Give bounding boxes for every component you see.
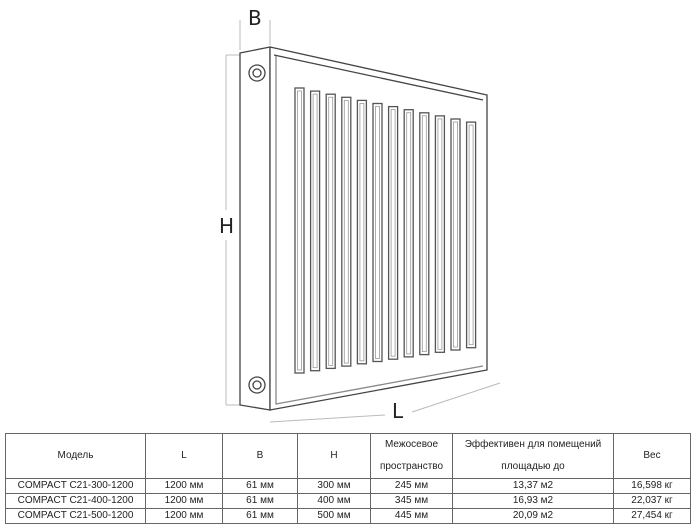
header-line: Межосевое bbox=[384, 439, 439, 450]
table-cell: 61 мм bbox=[222, 478, 298, 494]
table-cell: 300 мм bbox=[297, 478, 371, 494]
radiator-fin bbox=[294, 87, 305, 374]
header-h: H bbox=[297, 433, 371, 479]
radiator-fin-inner bbox=[359, 103, 365, 362]
table-cell: 1200 мм bbox=[145, 493, 223, 509]
radiator-fin bbox=[356, 99, 368, 365]
radiator-fin-inner bbox=[453, 121, 458, 348]
radiator-fin bbox=[419, 112, 430, 356]
radiator-fin-inner bbox=[468, 124, 474, 346]
header-axis-spacing: Межосевое пространство bbox=[370, 433, 453, 479]
header-line: пространство bbox=[379, 461, 444, 472]
table-cell: 27,454 кг bbox=[613, 508, 691, 524]
dimension-label-h: H bbox=[219, 214, 234, 238]
radiator-fin bbox=[387, 105, 399, 360]
radiator-fin bbox=[309, 90, 321, 372]
table-cell: 16,598 кг bbox=[613, 478, 691, 494]
radiator bbox=[239, 46, 488, 411]
radiator-fin bbox=[325, 93, 336, 370]
radiator-fin-inner bbox=[406, 112, 412, 355]
table-cell: 61 мм bbox=[222, 493, 298, 509]
radiator-fin bbox=[465, 121, 477, 349]
table-cell: 16,93 м2 bbox=[452, 493, 614, 509]
radiator-fin bbox=[372, 102, 383, 363]
dimension-lines bbox=[225, 20, 501, 423]
radiator-fin-inner bbox=[421, 115, 427, 353]
radiator-fin-inner bbox=[343, 99, 349, 364]
radiator-fin bbox=[341, 96, 352, 367]
radiator-fin-inner bbox=[328, 96, 334, 366]
table-cell: 345 мм bbox=[370, 493, 453, 509]
header-model: Модель bbox=[5, 433, 146, 479]
table-cell: 445 мм bbox=[370, 508, 453, 524]
table-cell: COMPACT C21-500-1200 bbox=[5, 508, 146, 524]
header-line: площадью до bbox=[501, 461, 565, 472]
header-effective-area: Эффективен для помещений площадью до bbox=[452, 433, 614, 479]
table-cell: 400 мм bbox=[297, 493, 371, 509]
header-weight: Вес bbox=[613, 433, 691, 479]
table-cell: 1200 мм bbox=[145, 508, 223, 524]
radiator-fin-inner bbox=[312, 93, 318, 369]
table-cell: 1200 мм bbox=[145, 478, 223, 494]
radiator-fin bbox=[434, 115, 446, 353]
header-b: B bbox=[222, 433, 298, 479]
header-l: L bbox=[145, 433, 223, 479]
table-cell: COMPACT C21-300-1200 bbox=[5, 478, 146, 494]
dimension-label-b: B bbox=[248, 6, 262, 30]
radiator-fin-inner bbox=[390, 109, 396, 357]
radiator-fin bbox=[450, 118, 461, 351]
table-header-row: Модель L B H Межосевое пространство Эффек… bbox=[5, 433, 691, 479]
radiator-fin-inner bbox=[437, 118, 443, 350]
table-cell: 22,037 кг bbox=[613, 493, 691, 509]
header-line: Эффективен для помещений bbox=[464, 439, 602, 450]
table-cell: 500 мм bbox=[297, 508, 371, 524]
radiator-drawing: B H L bbox=[219, 6, 501, 423]
radiator-fins bbox=[294, 87, 477, 374]
table-cell: 13,37 м2 bbox=[452, 478, 614, 494]
radiator-fin bbox=[403, 109, 414, 358]
dimension-label-l: L bbox=[392, 399, 404, 423]
table-cell: 20,09 м2 bbox=[452, 508, 614, 524]
radiator-side-panel bbox=[239, 46, 271, 411]
radiator-fin-inner bbox=[297, 90, 302, 371]
table-cell: COMPACT C21-400-1200 bbox=[5, 493, 146, 509]
table-cell: 245 мм bbox=[370, 478, 453, 494]
table-cell: 61 мм bbox=[222, 508, 298, 524]
specification-table: Модель L B H Межосевое пространство Эффек… bbox=[5, 433, 691, 524]
radiator-fin-inner bbox=[375, 106, 380, 359]
